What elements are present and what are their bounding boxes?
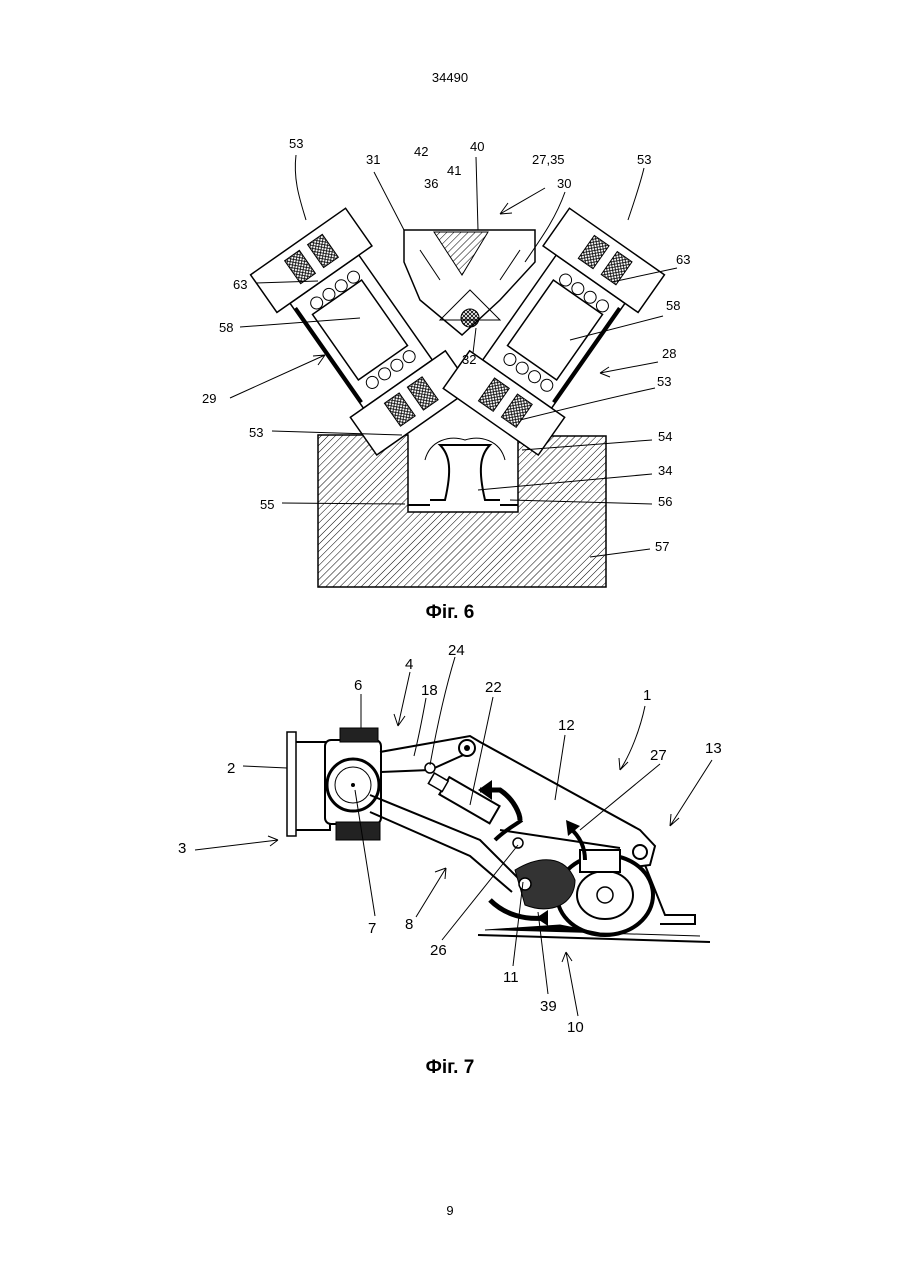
label-58: 58 <box>219 320 233 335</box>
label-39: 39 <box>540 998 557 1015</box>
label-18: 18 <box>421 682 438 699</box>
rail-profile <box>430 445 500 500</box>
base-block <box>318 435 606 587</box>
label-24: 24 <box>448 642 465 659</box>
label-26: 26 <box>430 942 447 959</box>
label-28: 28 <box>662 346 676 361</box>
label-63: 63 <box>676 252 690 267</box>
label-36: 36 <box>424 176 438 191</box>
label-12: 12 <box>558 717 575 734</box>
label-40: 40 <box>470 139 484 154</box>
label-63: 63 <box>233 277 247 292</box>
page-number: 9 <box>0 1203 900 1218</box>
label-7: 7 <box>368 920 376 937</box>
label-57: 57 <box>655 539 669 554</box>
label-22: 22 <box>485 679 502 696</box>
label-34: 34 <box>658 463 672 478</box>
label-2: 2 <box>227 760 235 777</box>
label-55: 55 <box>260 497 274 512</box>
label-30: 30 <box>557 176 571 191</box>
label-32: 32 <box>462 352 476 367</box>
label-1: 1 <box>643 687 651 704</box>
label-27: 27 <box>650 747 667 764</box>
label-42: 42 <box>414 144 428 159</box>
figure-7-drawing: 24 4 6 18 22 1 12 13 27 2 3 7 8 26 11 39… <box>178 642 722 1036</box>
label-58: 58 <box>666 298 680 313</box>
label-11: 11 <box>503 969 519 986</box>
label-10: 10 <box>567 1019 584 1036</box>
label-31: 31 <box>366 152 380 167</box>
mounting-plate <box>287 732 296 836</box>
label-6: 6 <box>354 677 362 694</box>
label-13: 13 <box>705 740 722 757</box>
label-27-35: 27,35 <box>532 152 565 167</box>
label-8: 8 <box>405 916 413 933</box>
label-29: 29 <box>202 391 216 406</box>
label-3: 3 <box>178 840 186 857</box>
label-41: 41 <box>447 163 461 178</box>
figure-6-caption: Фіг. 6 <box>0 602 900 624</box>
label-56: 56 <box>658 494 672 509</box>
label-4: 4 <box>405 656 413 673</box>
label-53: 53 <box>637 152 651 167</box>
label-54: 54 <box>658 429 672 444</box>
label-53: 53 <box>249 425 263 440</box>
figure-7-caption: Фіг. 7 <box>0 1057 900 1079</box>
label-53: 53 <box>657 374 671 389</box>
label-53: 53 <box>289 136 303 151</box>
figure-6-drawing: 53 31 42 40 41 36 27,35 30 53 63 63 58 5… <box>202 136 690 587</box>
